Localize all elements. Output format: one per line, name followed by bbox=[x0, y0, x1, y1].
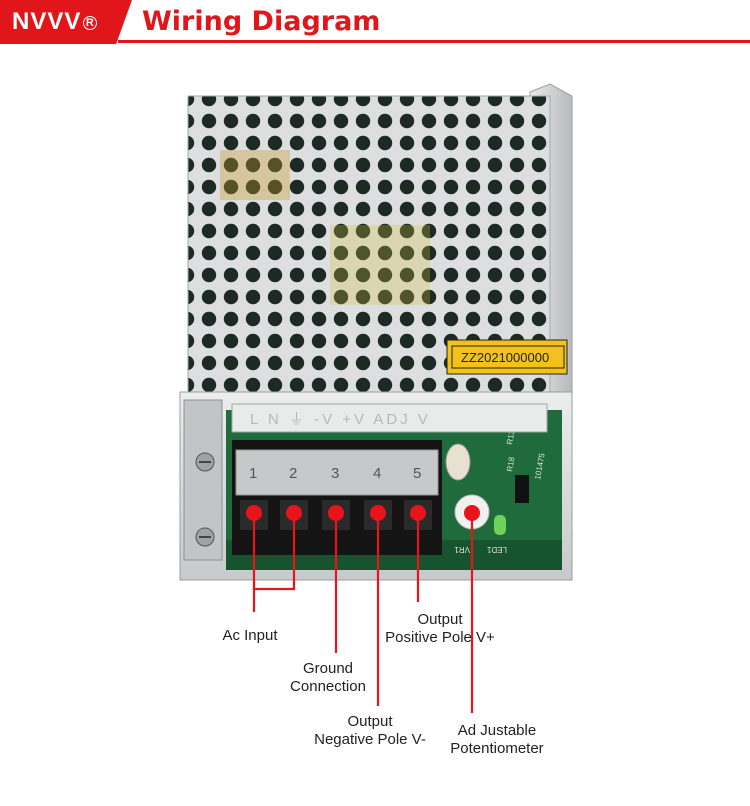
terminal-transparent-cover bbox=[235, 449, 439, 496]
terminal-number-1: 1 bbox=[249, 465, 257, 482]
board-mark-vr1: VR1 bbox=[454, 545, 470, 554]
callout-negative-line1: Output bbox=[347, 713, 393, 730]
callout-potentiometer-line1: Ad Justable bbox=[457, 722, 537, 739]
callout-ac-input: Ac Input bbox=[210, 627, 290, 645]
callout-positive: Output Positive Pole V+ bbox=[370, 611, 510, 647]
callout-ground-line2: Connection bbox=[290, 678, 366, 695]
serial-sticker-code: ZZ2021000000 bbox=[461, 350, 549, 365]
callout-positive-line1: Output bbox=[417, 611, 463, 628]
callout-line-ac-input bbox=[252, 513, 296, 591]
callout-negative-line2: Negative Pole V- bbox=[314, 731, 426, 748]
board-mark-r13: R13 bbox=[505, 429, 517, 446]
terminal-number-2: 2 bbox=[289, 465, 297, 482]
terminal-cover-strip bbox=[231, 403, 548, 433]
led-indicator bbox=[494, 515, 506, 535]
terminal-number-4: 4 bbox=[373, 465, 381, 482]
callout-negative: Output Negative Pole V- bbox=[300, 713, 440, 749]
terminal-number-5: 5 bbox=[413, 465, 421, 482]
callout-ground: Ground Connection bbox=[276, 660, 380, 696]
page-title: Wiring Diagram bbox=[142, 6, 381, 37]
callout-potentiometer: Ad Justable Potentiometer bbox=[432, 722, 562, 758]
callout-ac-input-text: Ac Input bbox=[222, 627, 278, 644]
header-divider bbox=[118, 40, 750, 43]
terminal-number-3: 3 bbox=[331, 465, 339, 482]
terminal-cover-text: L N ⏚ -V +V ADJ V bbox=[250, 411, 431, 428]
callout-ground-line1: Ground bbox=[302, 660, 354, 677]
callout-potentiometer-line2: Potentiometer bbox=[450, 740, 544, 757]
callout-positive-line2: Positive Pole V+ bbox=[385, 629, 495, 646]
registered-mark: R bbox=[83, 15, 98, 30]
board-mark-led1: LED1 bbox=[486, 545, 507, 554]
board-mark-r18: R18 bbox=[505, 456, 517, 473]
brand-name: NVVV bbox=[12, 8, 82, 35]
